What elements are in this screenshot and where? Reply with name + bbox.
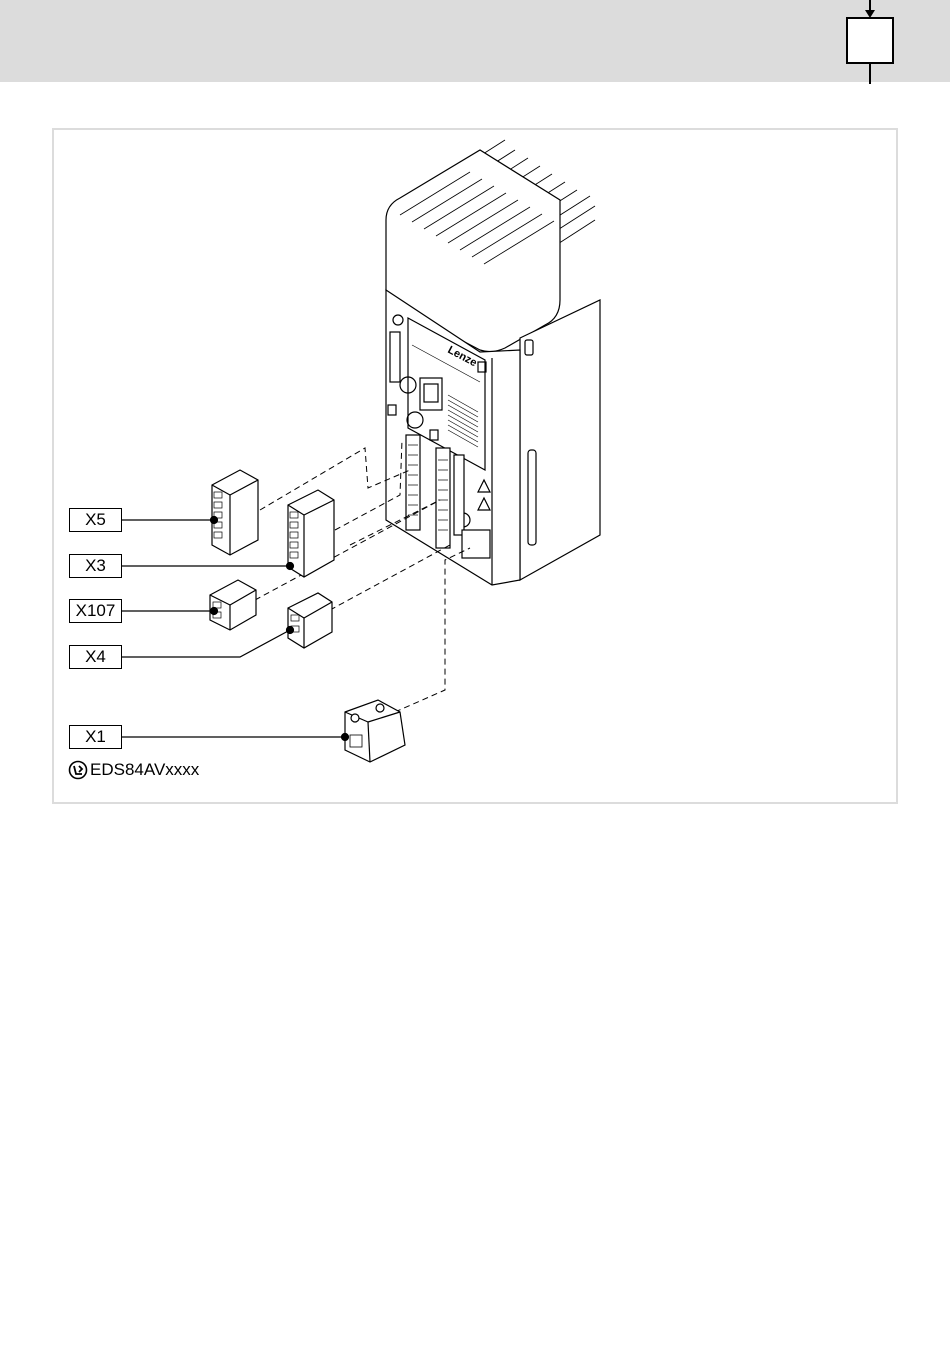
document-reference: EDS84AVxxxx	[68, 760, 199, 780]
label-x1: X1	[69, 725, 122, 749]
device-side-panel	[520, 300, 600, 580]
plug-x107	[210, 580, 256, 630]
label-x3: X3	[69, 554, 122, 578]
reference-code: EDS84AVxxxx	[90, 760, 199, 780]
label-x5: X5	[69, 508, 122, 532]
plug-x3	[288, 490, 334, 577]
dash-x4	[330, 545, 450, 610]
plug-x1	[345, 700, 405, 762]
label-x4: X4	[69, 645, 122, 669]
plug-x5	[212, 470, 258, 555]
dash-x1	[395, 548, 470, 712]
label-x107: X107	[69, 599, 122, 623]
document-reference-icon	[68, 760, 88, 780]
plug-x4	[288, 593, 332, 648]
